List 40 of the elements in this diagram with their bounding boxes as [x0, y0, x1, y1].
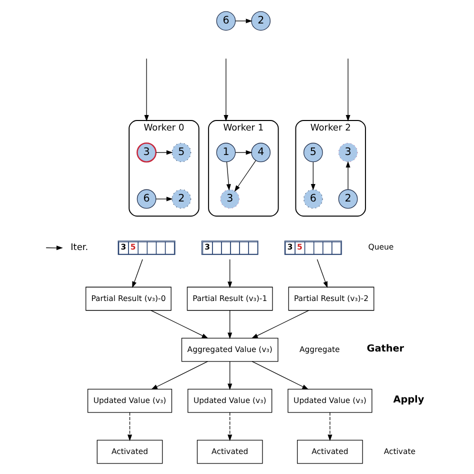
node-circle: 4 [250, 142, 270, 162]
node-circle: 5 [302, 142, 322, 162]
arrow [226, 161, 230, 190]
arrow [234, 18, 252, 23]
node-circle: 2 [250, 10, 270, 30]
arrow [144, 58, 148, 121]
node-circle: 5 [171, 142, 191, 162]
node-circle: 6 [136, 188, 156, 208]
arrow [132, 258, 142, 288]
label: Gather [366, 342, 404, 354]
node-circle: 3 [220, 188, 240, 208]
arrow [234, 160, 256, 192]
arrow [345, 160, 350, 190]
arrow [155, 196, 172, 201]
arrow [316, 258, 328, 288]
node-circle: 2 [171, 188, 191, 208]
arrow [310, 161, 315, 190]
arrow [45, 245, 62, 250]
node-circle: 1 [216, 142, 236, 162]
arrow [150, 310, 208, 338]
arrow [155, 150, 172, 154]
arrow [223, 58, 228, 121]
arrow [234, 150, 252, 154]
arrow [250, 310, 309, 338]
arrow [150, 360, 208, 390]
arrow [227, 310, 232, 339]
node-circle: 6 [302, 188, 322, 208]
node-circle: 3 [136, 142, 156, 162]
label: Apply [392, 394, 424, 405]
node-circle: 6 [216, 10, 236, 30]
arrow [345, 58, 350, 121]
arrow [251, 360, 308, 390]
arrow [227, 360, 232, 390]
node-circle: 2 [338, 188, 358, 208]
node-text: Iter. [70, 242, 88, 253]
arrow [127, 412, 132, 441]
arrow [227, 412, 232, 441]
arrow [327, 412, 332, 441]
node-circle: 3 [338, 142, 358, 162]
arrow [227, 258, 232, 288]
